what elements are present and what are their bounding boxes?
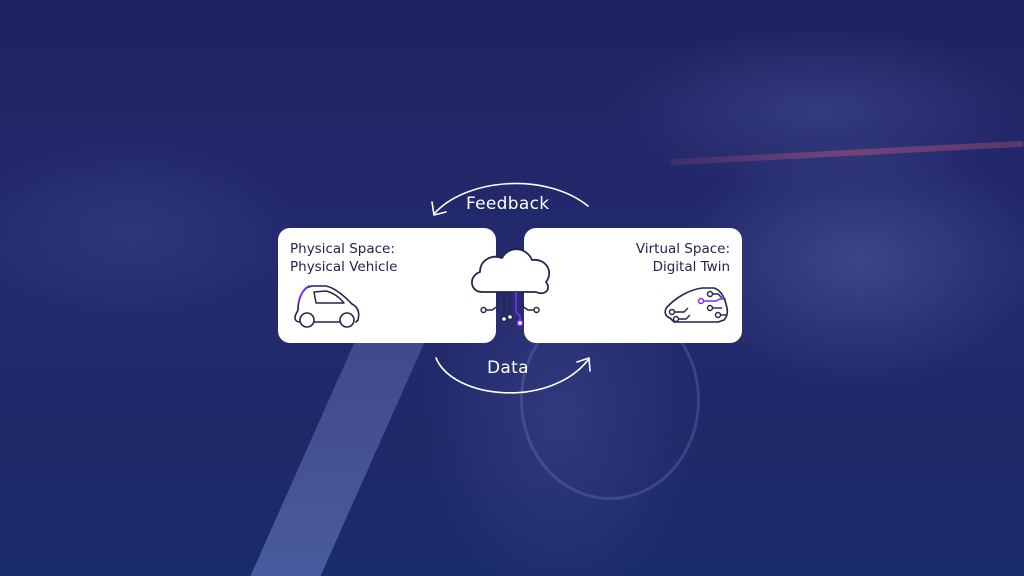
cloud-circuit-icon <box>471 248 551 327</box>
car-icon <box>294 285 360 328</box>
virtual-space-line2: Digital Twin <box>652 259 730 275</box>
feedback-arrow-icon <box>431 182 589 216</box>
physical-space-card: Physical Space: Physical Vehicle <box>278 228 496 343</box>
data-arrow-icon <box>435 357 591 394</box>
physical-space-line2: Physical Vehicle <box>290 259 398 275</box>
virtual-space-line1: Virtual Space: <box>635 241 730 257</box>
physical-space-line1: Physical Space: <box>290 241 395 257</box>
feedback-label: Feedback <box>466 194 550 214</box>
data-label: Data <box>487 358 529 378</box>
physical-space-title: Physical Space: Physical Vehicle <box>290 240 398 276</box>
virtual-space-card: Virtual Space: Digital Twin <box>524 228 742 343</box>
virtual-space-title: Virtual Space: Digital Twin <box>636 240 730 276</box>
circuit-car-icon <box>664 287 729 323</box>
